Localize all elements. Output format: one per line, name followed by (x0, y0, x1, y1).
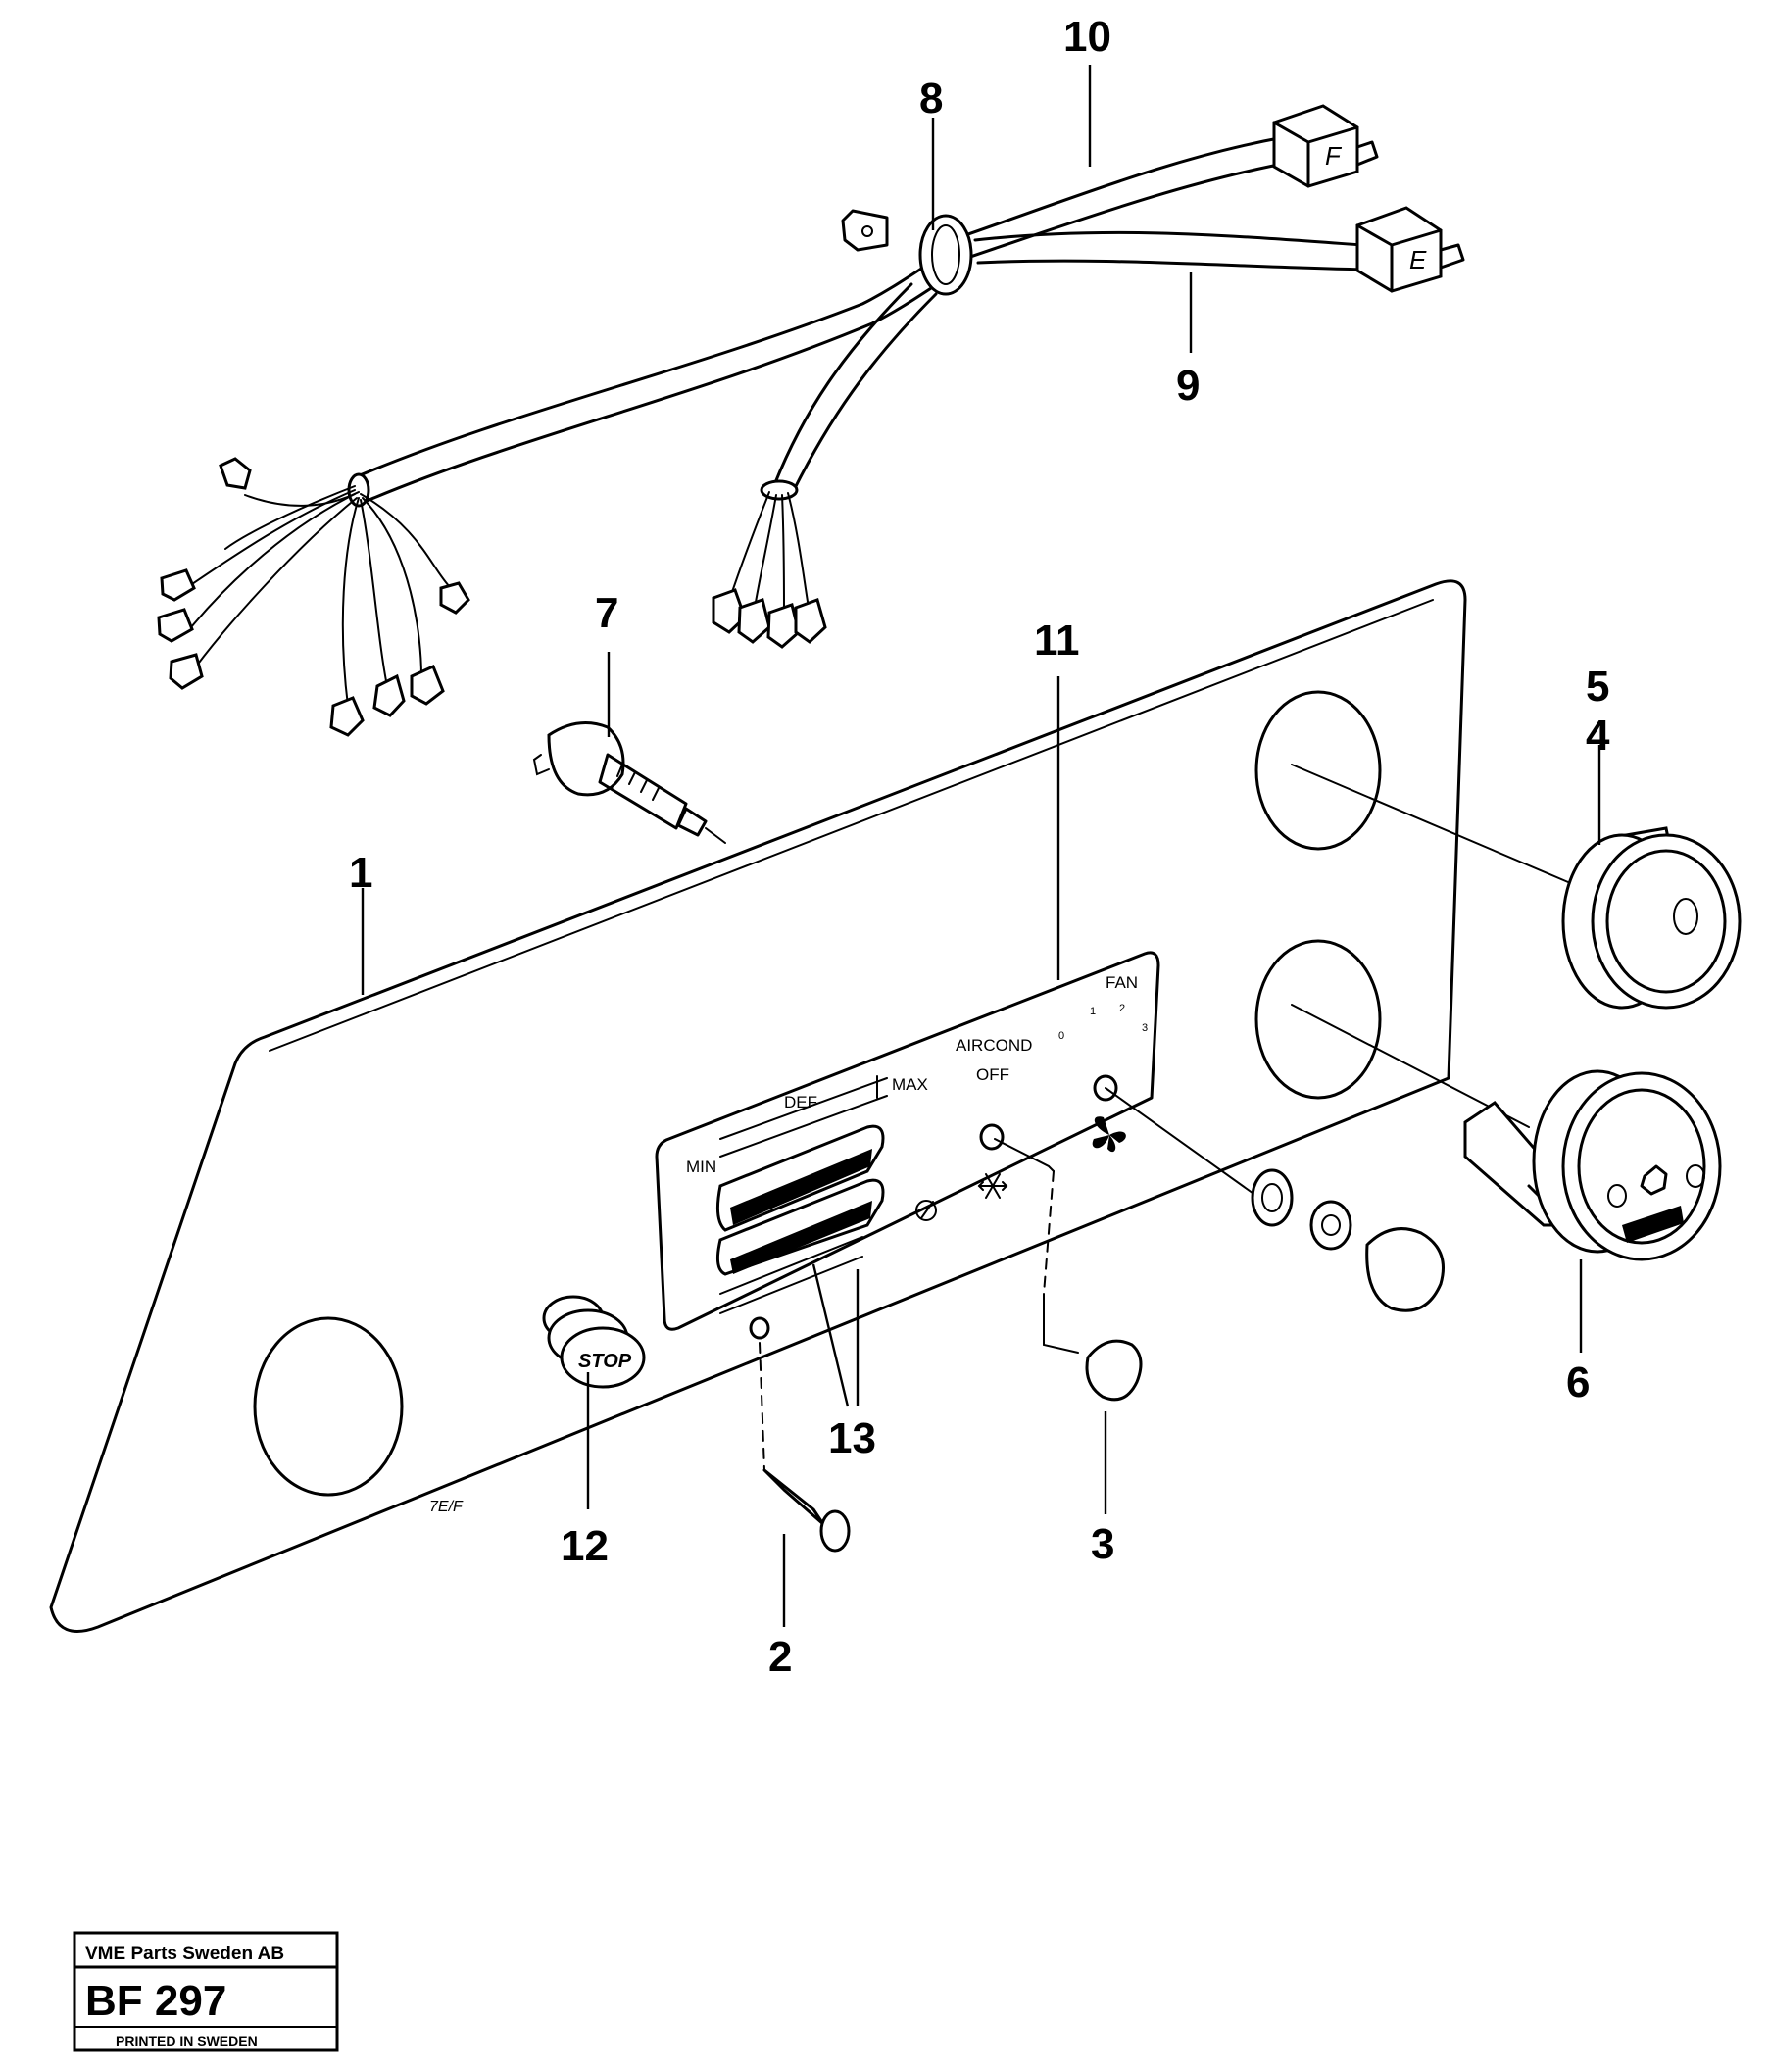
callout-8: 8 (919, 74, 943, 123)
title-block: VME Parts Sweden AB BF 297 PRINTED IN SW… (73, 1931, 339, 2052)
callout-11: 11 (1034, 617, 1080, 665)
gauge-upper (1291, 764, 1742, 1010)
fan-position-0: 0 (1058, 1030, 1064, 1042)
fan-position-3: 3 (1142, 1022, 1148, 1034)
aircond-knob-assembly (994, 1138, 1143, 1402)
thumbwheel-upper[interactable] (715, 1124, 885, 1232)
fan-knob[interactable] (1365, 1227, 1445, 1312)
fan-label: FAN (1106, 973, 1138, 992)
connector-e: E (1355, 206, 1465, 293)
aircond-switch-hole (979, 1123, 1005, 1151)
company-name: VME Parts Sweden AB (85, 1944, 284, 1964)
gauge-hole-left (253, 1316, 404, 1497)
callout-10: 10 (1063, 13, 1111, 61)
max-label: MAX (892, 1075, 928, 1094)
screw (749, 1316, 851, 1553)
gauge-hole-lower (1254, 939, 1382, 1100)
printed-in-label: PRINTED IN SWEDEN (116, 2033, 258, 2048)
fan-switch-assembly (1105, 1087, 1445, 1312)
engine-temp-icon (1640, 1164, 1668, 1196)
callout-7: 7 (595, 589, 618, 637)
dashboard-panel: 7E/F (49, 579, 1467, 1633)
callout-2: 2 (768, 1633, 792, 1681)
wiring-harness: F E (157, 104, 1465, 737)
drawing-reference: BF 297 (85, 1977, 226, 2025)
callout-4: 4 (1586, 712, 1610, 760)
aircond-knob[interactable] (1085, 1339, 1143, 1402)
callout-numbers: 1 2 3 4 5 6 7 8 9 10 11 12 13 (349, 13, 1610, 1681)
rotary-switch (532, 721, 726, 844)
callout-13: 13 (828, 1414, 876, 1462)
callout-5: 5 (1586, 663, 1609, 711)
connector-f-label: F (1325, 141, 1343, 171)
callout-3: 3 (1091, 1520, 1114, 1568)
cable-tie (918, 214, 973, 296)
gauge-lower (1291, 1004, 1722, 1261)
callout-12: 12 (561, 1522, 609, 1570)
heater-icon (915, 1200, 937, 1221)
callout-6: 6 (1566, 1358, 1590, 1406)
stop-label: STOP (578, 1351, 632, 1372)
def-label: DEF (784, 1093, 817, 1111)
fan-icon (1092, 1116, 1126, 1153)
snowflake-icon (977, 1173, 1008, 1199)
aircond-label: AIRCOND (956, 1036, 1032, 1055)
callout-1: 1 (349, 849, 372, 897)
stop-button[interactable]: STOP (542, 1295, 646, 1389)
min-label: MIN (686, 1158, 716, 1176)
connector-f: F (1272, 104, 1379, 188)
fan-switch-hole (1093, 1074, 1118, 1102)
connector-e-label: E (1409, 245, 1427, 274)
thumbwheel-lower[interactable] (715, 1178, 885, 1276)
off-label: OFF (976, 1065, 1009, 1084)
nut (1309, 1200, 1352, 1251)
panel-reference: 7E/F (429, 1499, 464, 1515)
gauge-hole-upper (1254, 690, 1382, 851)
control-panel: MIN DEF MAX AIRCOND OFF FAN 0 1 2 3 (655, 951, 1160, 1331)
lock-washer (1251, 1168, 1294, 1227)
callout-9: 9 (1176, 362, 1200, 410)
fan-position-1: 1 (1090, 1006, 1096, 1017)
leader-lines (361, 65, 1601, 1627)
fan-position-2: 2 (1119, 1003, 1125, 1014)
